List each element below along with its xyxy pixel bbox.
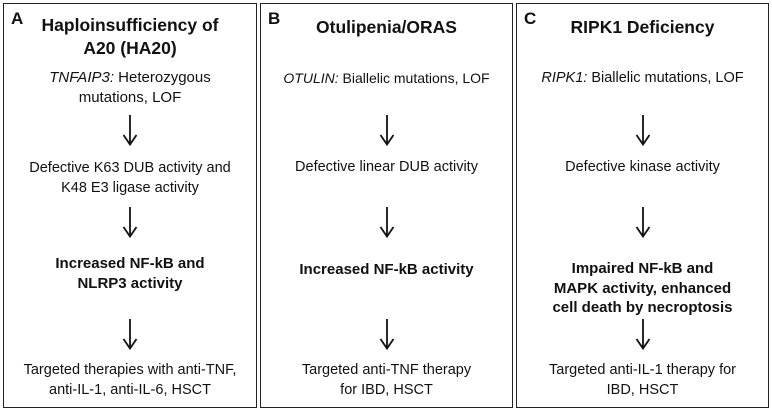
panel-letter: A: [11, 9, 24, 28]
down-arrow-icon: [122, 319, 138, 350]
gene-description: RIPK1: Biallelic mutations, LOF: [541, 70, 744, 86]
down-arrow-icon: [122, 207, 138, 238]
down-arrow-icon: [635, 319, 650, 350]
down-arrow-icon: [379, 115, 394, 146]
panel-letter: B: [268, 9, 281, 28]
gene-name: TNFAIP3:: [49, 69, 114, 86]
outcome-text: Increased NF-kB and NLRP3 activity: [55, 255, 205, 292]
mechanism-text: Defective linear DUB activity: [295, 159, 478, 175]
panel-title: Haploinsufficiency of A20 (HA20): [41, 15, 219, 58]
gene-name: RIPK1:: [541, 70, 588, 86]
down-arrow-icon: [635, 207, 650, 238]
gene-description: TNFAIP3: Heterozygous mutations, LOF: [49, 69, 211, 106]
panel-title: Otulipenia/ORAS: [316, 17, 457, 37]
gene-name: OTULIN:: [283, 70, 339, 86]
panel-title: RIPK1 Deficiency: [570, 17, 715, 37]
down-arrow-icon: [122, 115, 138, 146]
panel-letter: C: [524, 9, 537, 28]
down-arrow-icon: [379, 319, 394, 350]
therapy-text: Targeted anti-IL-1 therapy for IBD, HSCT: [549, 362, 736, 398]
down-arrow-icon: [379, 207, 394, 238]
outcome-text: Increased NF-kB activity: [299, 261, 474, 278]
outcome-text: Impaired NF-kB and MAPK activity, enhanc…: [552, 260, 733, 316]
panel-c: C RIPK1 Deficiency RIPK1: Biallelic muta…: [516, 3, 769, 408]
gene-description: OTULIN: Biallelic mutations, LOF: [283, 70, 490, 86]
therapy-text: Targeted therapies with anti-TNF, anti-I…: [23, 362, 237, 398]
down-arrow-icon: [635, 115, 650, 146]
mechanism-text: Defective K63 DUB activity and K48 E3 li…: [29, 160, 231, 196]
mechanism-text: Defective kinase activity: [565, 159, 720, 175]
panel-b: B Otulipenia/ORAS OTULIN: Biallelic muta…: [260, 3, 513, 408]
therapy-text: Targeted anti-TNF therapy for IBD, HSCT: [301, 362, 472, 398]
panel-a: A Haploinsufficiency of A20 (HA20) TNFAI…: [3, 3, 257, 408]
